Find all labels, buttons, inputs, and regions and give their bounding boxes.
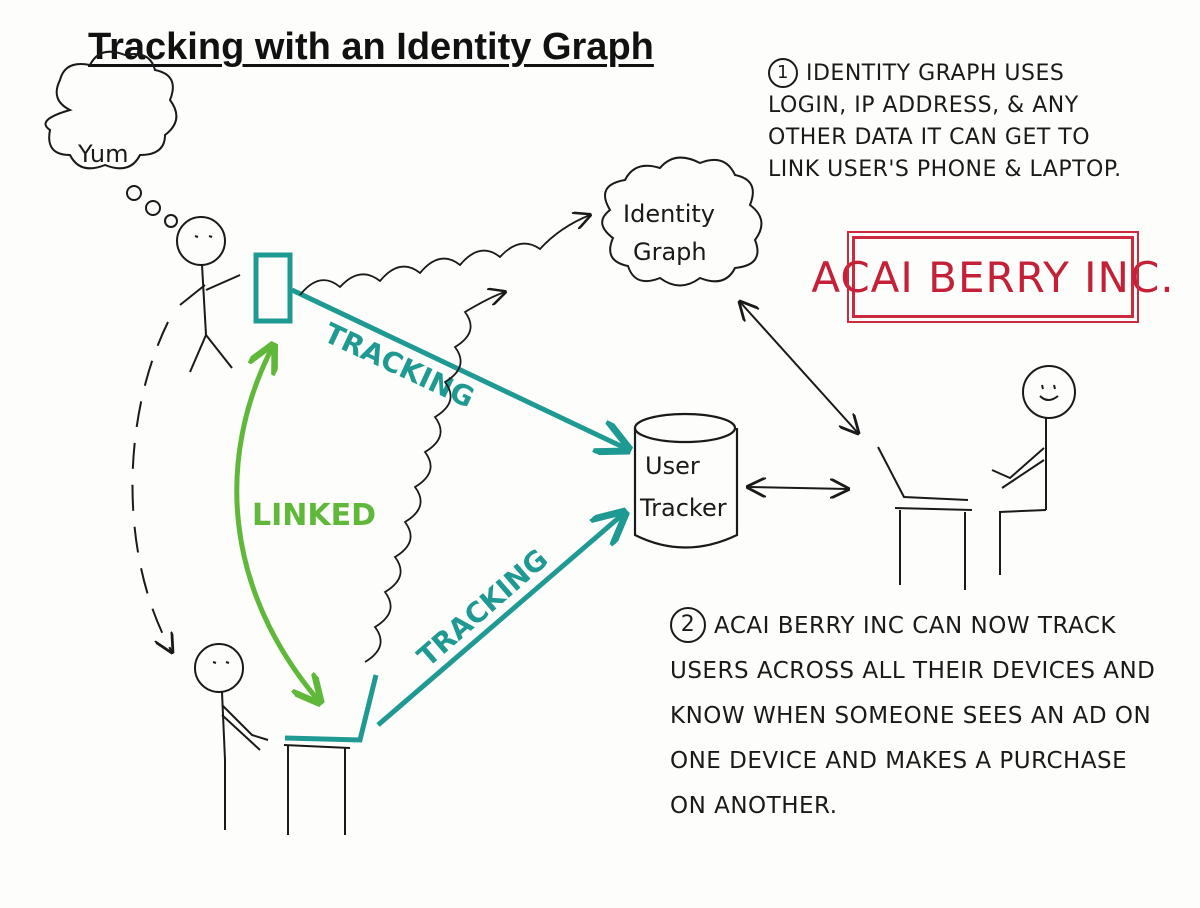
- user-tracker-label-line2: Tracker: [639, 494, 727, 522]
- laptop-user-figure: [194, 643, 351, 835]
- user-tracker-label-line1: User: [645, 452, 700, 480]
- laptop-to-graph-wavy-arrow: [364, 292, 505, 663]
- thought-bubble-text: Yum: [77, 140, 129, 168]
- identity-graph-label-line1: Identity: [623, 200, 715, 228]
- note2-number: 2: [670, 607, 706, 643]
- user-tracker-database: User Tracker: [633, 412, 739, 549]
- advertiser-figure: [877, 365, 1076, 590]
- note-cross-device-tracking: 2Acai Berry Inc can now track users acro…: [670, 604, 1160, 829]
- identity-graph-cloud: Identity Graph: [601, 156, 763, 287]
- laptop-icon: [284, 674, 379, 743]
- note2-text: Acai Berry Inc can now track users acros…: [670, 613, 1156, 819]
- note1-number: 1: [768, 58, 798, 88]
- phone-to-graph-wavy-arrow: [299, 215, 590, 296]
- phone-icon: [253, 252, 293, 324]
- identity-graph-label-line2: Graph: [633, 238, 707, 266]
- linked-arrow: [234, 348, 318, 700]
- brand-logo-box: Acai Berry Inc.: [811, 231, 1174, 323]
- note1-text: Identity Graph uses login, IP address, &…: [768, 61, 1122, 182]
- graph-to-advertiser-arrow: [740, 302, 858, 433]
- same-user-dashed-arrow: [131, 321, 172, 652]
- linked-label: LINKED: [252, 498, 376, 533]
- brand-name: Acai Berry Inc.: [811, 252, 1175, 302]
- phone-user-figure: [176, 216, 241, 373]
- tracking-label-bottom: TRACKING: [411, 542, 554, 673]
- page-title: Tracking with an Identity Graph: [88, 26, 654, 68]
- thought-bubble: Yum: [44, 50, 178, 228]
- tracker-to-advertiser-arrow: [748, 487, 848, 489]
- tracking-arrow-laptop: [376, 515, 622, 727]
- note-identity-graph: 1Identity Graph uses login, IP address, …: [768, 58, 1128, 186]
